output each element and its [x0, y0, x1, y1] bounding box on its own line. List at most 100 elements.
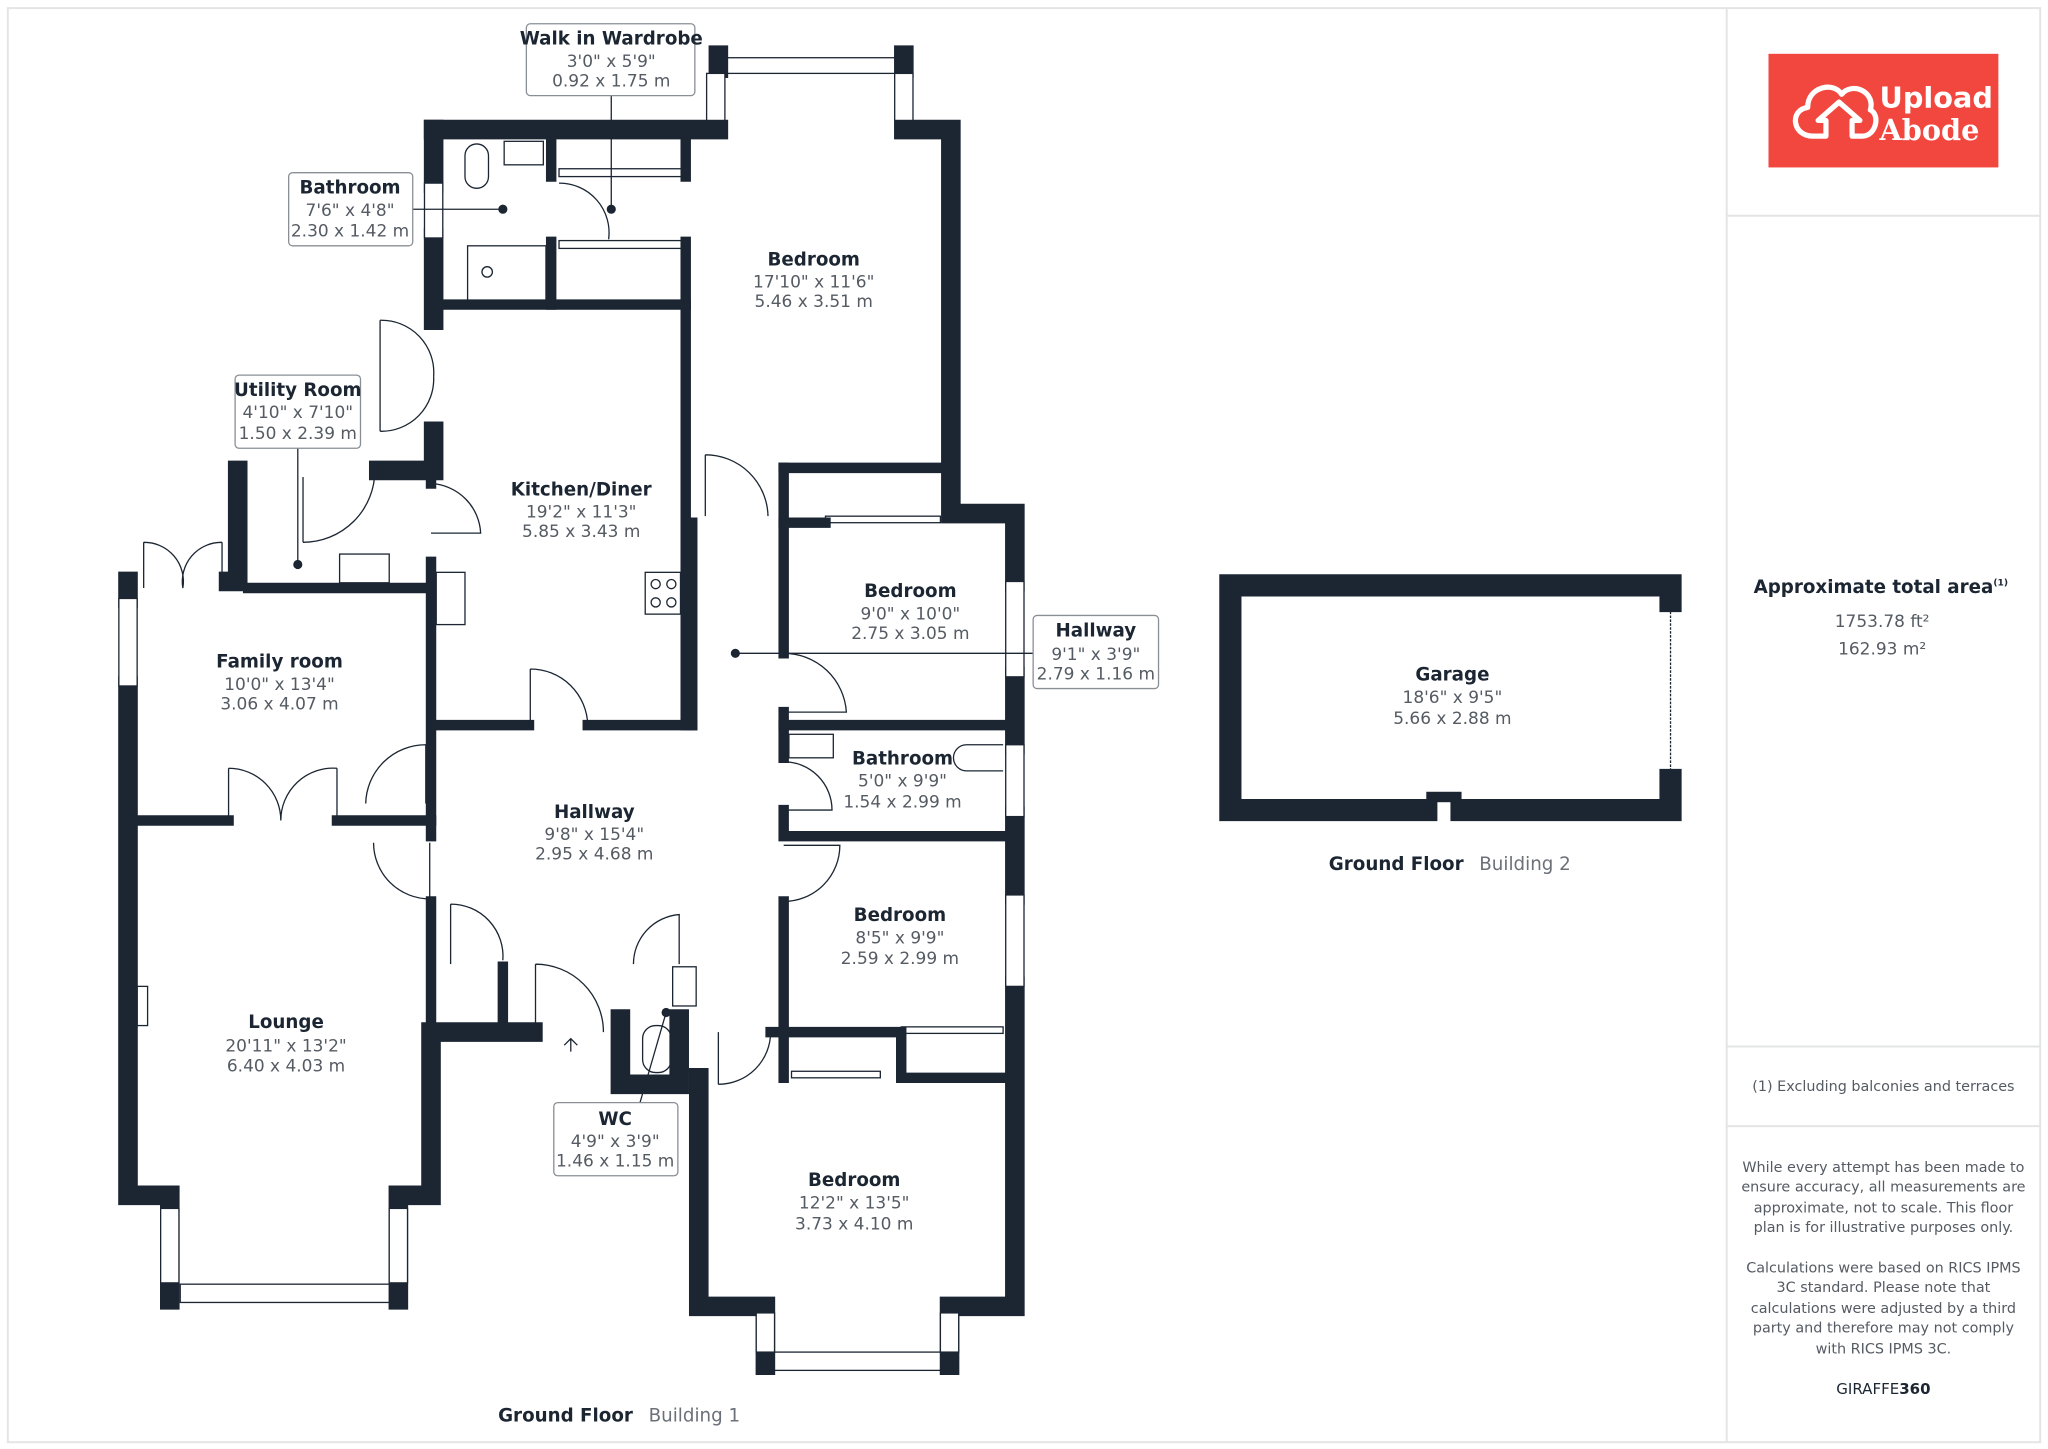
window [1005, 744, 1025, 818]
door [559, 182, 610, 240]
svg-text:1.46 x 1.15 m: 1.46 x 1.15 m [556, 1152, 674, 1172]
svg-text:Bedroom: Bedroom [864, 581, 957, 602]
window [755, 1312, 776, 1353]
svg-text:5.46 x 3.51 m: 5.46 x 3.51 m [755, 292, 873, 312]
svg-text:12'2" x 13'5": 12'2" x 13'5" [799, 1193, 910, 1213]
room-label-bedroom-4: Bedroom 12'2" x 13'5" 3.73 x 4.10 m [795, 1170, 913, 1234]
door [372, 842, 431, 900]
door [365, 744, 427, 804]
door [632, 913, 680, 965]
room-label-bathroom-1: Bathroom 7'6" x 4'8" 2.30 x 1.42 m [291, 178, 409, 242]
svg-text:3.06 x 4.07 m: 3.06 x 4.07 m [220, 694, 338, 714]
disclaimer-line: plan is for illustrative purposes only. [1754, 1220, 2014, 1236]
sink-icon [503, 140, 544, 166]
door [430, 482, 482, 534]
wardrobe-rail [558, 239, 683, 250]
svg-text:Garage: Garage [1415, 665, 1489, 686]
sink-icon [671, 966, 697, 1007]
room-label-hallway-1: Hallway 9'8" x 15'4" 2.95 x 4.68 m [535, 802, 653, 865]
window [388, 1207, 409, 1284]
window [705, 72, 726, 122]
door [704, 454, 769, 517]
wardrobe-rail [790, 1070, 881, 1079]
window [894, 72, 914, 122]
window [726, 57, 896, 75]
door [783, 844, 841, 903]
cloud-house-icon [1792, 84, 1879, 139]
svg-text:8'5" x 9'9": 8'5" x 9'9" [855, 928, 944, 948]
upload-abode-logo: Upload Abode [1768, 53, 1999, 168]
svg-text:9'8" x 15'4": 9'8" x 15'4" [544, 825, 644, 845]
label-box [525, 23, 696, 97]
wardrobe-rail [824, 515, 942, 524]
entrance-arrow [563, 1037, 578, 1052]
wardrobe-rail [900, 1026, 1004, 1035]
window [773, 1351, 942, 1372]
area-sqm: 162.93 m² [1838, 640, 1926, 660]
room-label-lounge: Lounge 20'11" x 13'2" 6.40 x 4.03 m [225, 1012, 346, 1076]
label-box [553, 1101, 679, 1177]
doors [143, 182, 848, 1085]
sink-icon [338, 553, 390, 584]
disclaimer-line: While every attempt has been made to [1742, 1160, 2024, 1176]
hob-icon [644, 571, 682, 615]
window [423, 182, 444, 239]
door [143, 541, 223, 589]
door [302, 470, 376, 543]
svg-text:4'9" x 3'9": 4'9" x 3'9" [571, 1132, 660, 1152]
svg-text:0.92 x 1.75 m: 0.92 x 1.75 m [552, 71, 670, 91]
room-label-bedroom-1: Bedroom 17'10" x 11'6" 5.46 x 3.51 m [753, 249, 874, 312]
window [1005, 580, 1025, 678]
door [379, 319, 435, 432]
svg-text:Hallway: Hallway [554, 802, 635, 823]
svg-text:Bathroom: Bathroom [299, 178, 400, 199]
window [118, 597, 138, 687]
disclaimer-line: with RICS IPMS 3C. [1816, 1341, 1952, 1357]
window [939, 1312, 960, 1353]
svg-text:1.54 x 2.99 m: 1.54 x 2.99 m [843, 792, 961, 812]
svg-text:9'1" x 3'9": 9'1" x 3'9" [1051, 645, 1140, 665]
svg-text:Bedroom: Bedroom [767, 249, 860, 270]
fireplace-icon [136, 985, 149, 1027]
building-1-walls [118, 45, 1025, 1375]
svg-text:Utility Room: Utility Room [234, 380, 362, 401]
total-area: Approximate total area(1) 1753.78 ft² 16… [1754, 577, 2008, 659]
toilet-icon [464, 143, 490, 189]
svg-text:9'0" x 10'0": 9'0" x 10'0" [860, 604, 960, 624]
disclaimer-line: approximate, not to scale. This floor [1754, 1200, 2014, 1216]
svg-text:5.85 x 3.43 m: 5.85 x 3.43 m [522, 522, 640, 542]
area-sqft: 1753.78 ft² [1835, 612, 1930, 632]
svg-text:5.66 x 2.88 m: 5.66 x 2.88 m [1393, 709, 1511, 729]
svg-text:3'0" x 5'9": 3'0" x 5'9" [567, 52, 656, 72]
svg-text:Lounge: Lounge [248, 1012, 324, 1033]
svg-text:Family room: Family room [216, 652, 343, 673]
disclaimer-line: Calculations were based on RICS IPMS [1746, 1260, 2020, 1276]
svg-text:2.59 x 2.99 m: 2.59 x 2.99 m [841, 949, 959, 969]
room-label-walk-in-wardrobe: Walk in Wardrobe 3'0" x 5'9" 0.92 x 1.75… [520, 29, 703, 92]
sink-icon [788, 733, 834, 759]
bath-icon [952, 744, 1004, 772]
svg-text:WC: WC [598, 1109, 632, 1130]
svg-text:18'6" x 9'5": 18'6" x 9'5" [1403, 688, 1503, 708]
door [227, 767, 338, 821]
door [717, 1032, 772, 1085]
toilet-icon [641, 1024, 672, 1074]
svg-text:2.75 x 3.05 m: 2.75 x 3.05 m [851, 624, 969, 644]
room-label-bedroom-3: Bedroom 8'5" x 9'9" 2.59 x 2.99 m [841, 905, 959, 969]
window [1005, 894, 1025, 988]
door [534, 963, 605, 1033]
room-label-wc: WC 4'9" x 3'9" 1.46 x 1.15 m [556, 1109, 674, 1172]
logo-line2: Abode [1879, 113, 1980, 147]
room-label-utility-room: Utility Room 4'10" x 7'10" 1.50 x 2.39 m [234, 380, 362, 444]
svg-text:10'0" x 13'4": 10'0" x 13'4" [224, 675, 335, 695]
svg-text:Approximate total area(1): Approximate total area(1) [1754, 577, 2008, 598]
area-note-mark: (1) [1993, 578, 2008, 588]
svg-text:19'2" x 11'3": 19'2" x 11'3" [526, 502, 637, 522]
building-2-garage [1219, 574, 1682, 822]
giraffe360-credit: GIRAFFE360 [1836, 1380, 1930, 1398]
label-box [287, 172, 414, 247]
svg-text:5'0" x 9'9": 5'0" x 9'9" [858, 772, 947, 792]
